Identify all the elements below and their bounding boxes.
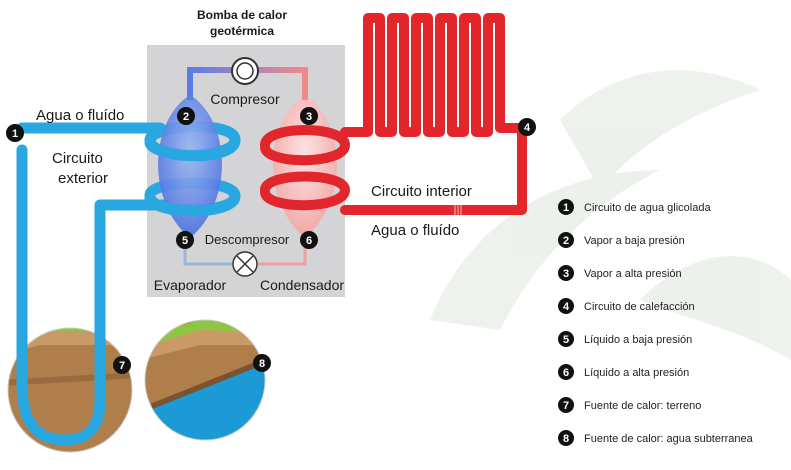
groundwater-heat-source xyxy=(145,320,265,440)
expansion-valve-icon xyxy=(232,251,258,277)
compressor-icon xyxy=(231,57,259,85)
legend-item: 1 Circuito de agua glicolada xyxy=(558,199,711,215)
legend-badge xyxy=(558,298,574,314)
legend-badge-number: 2 xyxy=(563,235,569,247)
svg-text:5: 5 xyxy=(182,235,188,247)
decorative-leaf-background xyxy=(430,70,791,360)
legend-badge xyxy=(558,199,574,215)
water-fluid-label-right: Agua o fluído xyxy=(371,222,459,239)
badge-6: 6 xyxy=(300,231,318,249)
svg-text:4: 4 xyxy=(524,122,531,134)
legend-item: 3 Vapor a alta presión xyxy=(558,265,682,281)
legend-label: Vapor a alta presión xyxy=(584,268,682,280)
badge-5: 5 xyxy=(176,231,194,249)
badge-8: 8 xyxy=(253,354,271,372)
legend-badge-number: 8 xyxy=(563,433,569,445)
legend-label: Circuito de calefacción xyxy=(584,301,695,313)
refrigerant-top-pipe xyxy=(187,67,308,100)
legend-item: 4 Circuito de calefacción xyxy=(558,298,695,314)
badge-3: 3 xyxy=(300,107,318,125)
legend-badge xyxy=(558,331,574,347)
badge-4: 4 xyxy=(518,118,536,136)
svg-text:3: 3 xyxy=(306,111,312,123)
legend-label: Fuente de calor: terreno xyxy=(584,400,701,412)
svg-text:7: 7 xyxy=(119,360,125,372)
badge-2: 2 xyxy=(177,107,195,125)
flow-arrow-marks xyxy=(454,205,462,215)
legend-badge-number: 5 xyxy=(563,334,569,346)
title-line-2: geotérmica xyxy=(210,24,274,38)
legend-badge-number: 6 xyxy=(563,367,569,379)
legend-badge xyxy=(558,232,574,248)
legend-item: 7 Fuente de calor: terreno xyxy=(558,397,701,413)
badge-1: 1 xyxy=(6,124,24,142)
interior-circuit-label: Circuito interior xyxy=(371,183,472,200)
legend-label: Vapor a baja presión xyxy=(584,235,685,247)
legend-badge-number: 4 xyxy=(563,301,570,313)
badge-7: 7 xyxy=(113,356,131,374)
svg-text:6: 6 xyxy=(306,235,312,247)
outer-circuit-label-line1: Circuito xyxy=(52,150,103,167)
interior-circuit-pipe xyxy=(260,13,527,215)
legend-badge xyxy=(558,265,574,281)
compresor-label: Compresor xyxy=(210,91,280,107)
legend-label: Líquido a baja presión xyxy=(584,334,692,346)
title-line-1: Bomba de calor xyxy=(197,8,287,22)
descompresor-label: Descompresor xyxy=(205,232,290,247)
condensador-label: Condensador xyxy=(260,277,344,293)
evaporador-label: Evaporador xyxy=(154,277,227,293)
legend-badge-number: 1 xyxy=(563,202,569,214)
legend: 1 Circuito de agua glicolada 2 Vapor a baja… xyxy=(558,199,754,446)
outer-circuit-label-line2: exterior xyxy=(58,170,108,187)
evaporator-bulb xyxy=(158,95,222,238)
legend-label: Líquido a alta presión xyxy=(584,367,689,379)
legend-badge-number: 3 xyxy=(563,268,569,280)
legend-item: 8 Fuente de calor: agua subterranea xyxy=(558,430,754,446)
legend-label: Circuito de agua glicolada xyxy=(584,202,711,214)
legend-badge xyxy=(558,430,574,446)
water-fluid-label-left: Agua o fluído xyxy=(36,107,124,124)
svg-text:1: 1 xyxy=(12,128,18,140)
legend-item: 6 Líquido a alta presión xyxy=(558,364,689,380)
legend-badge-number: 7 xyxy=(563,400,569,412)
legend-item: 5 Líquido a baja presión xyxy=(558,331,692,347)
legend-item: 2 Vapor a baja presión xyxy=(558,232,685,248)
legend-label: Fuente de calor: agua subterranea xyxy=(584,433,754,445)
legend-badge xyxy=(558,397,574,413)
svg-text:2: 2 xyxy=(183,111,189,123)
svg-text:8: 8 xyxy=(259,358,265,370)
legend-badge xyxy=(558,364,574,380)
